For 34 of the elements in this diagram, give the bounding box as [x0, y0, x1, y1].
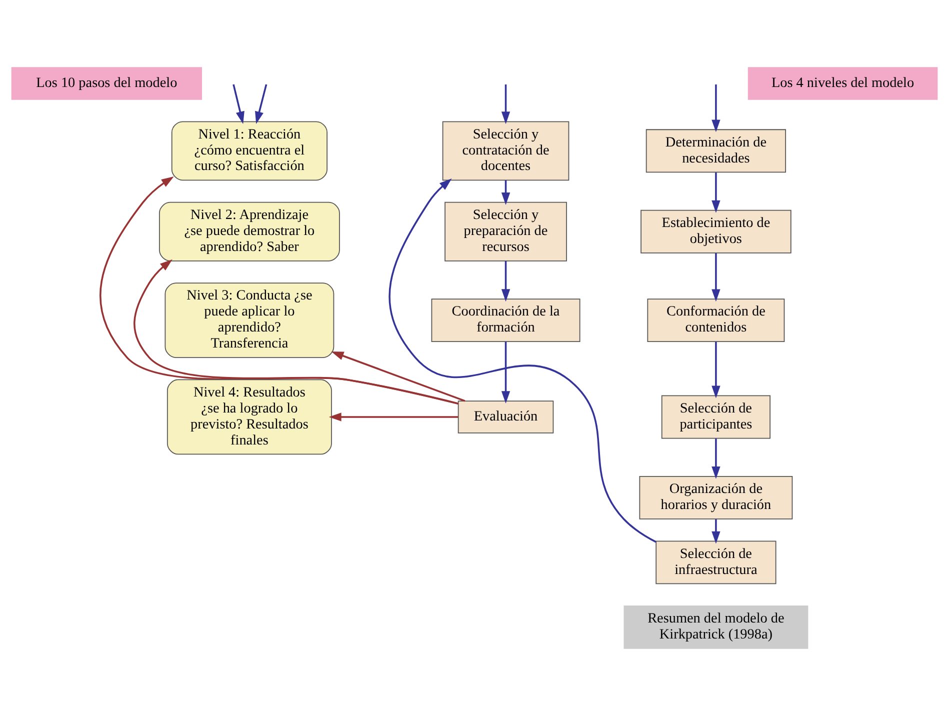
arrow — [501, 84, 510, 124]
arrow — [331, 351, 466, 402]
arrow — [712, 519, 720, 544]
node-box: Nivel 2: Aprendizaje ¿se puede demostrar lo aprendido? Saber — [159, 202, 340, 262]
node-box: Determinación de necesidades — [646, 129, 786, 173]
arrow — [712, 438, 720, 479]
node-box: Los 4 niveles del modelo — [748, 67, 938, 100]
arrow — [712, 342, 720, 398]
arrow — [388, 178, 656, 543]
node-box: Selección y preparación de recursos — [444, 202, 567, 262]
node-box: Nivel 1: Reacción ¿cómo encuentra el curso? Satisfacción — [171, 121, 328, 181]
node-box: Organización de horarios y duración — [639, 476, 793, 520]
arrow — [232, 84, 244, 124]
arrow — [255, 84, 268, 124]
node-box: Selección y contratación de docentes — [442, 121, 570, 181]
arrow — [501, 180, 510, 205]
arrow — [100, 176, 458, 404]
arrow — [501, 260, 510, 302]
node-box: Coordinación de la formación — [431, 298, 580, 342]
node-box: Selección de infraestructura — [656, 540, 776, 584]
node-box: Nivel 3: Conducta ¿se puede aplicar lo aprendido? Transferencia — [164, 282, 334, 358]
node-box: Resumen del modelo de Kirkpatrick (1998a) — [624, 605, 808, 649]
arrow — [712, 172, 720, 213]
arrow — [712, 84, 720, 132]
arrow — [501, 342, 510, 404]
node-box: Nivel 4: Resultados ¿se ha logrado lo previsto? Resultados finales — [166, 379, 332, 455]
node-box: Establecimiento de objetivos — [640, 210, 792, 254]
arrow — [134, 259, 458, 405]
node-box: Los 10 pasos del modelo — [11, 67, 202, 100]
node-box: Selección de participantes — [661, 395, 770, 439]
arrow — [712, 253, 720, 302]
arrow — [328, 412, 458, 422]
node-box: Evaluación — [458, 400, 554, 434]
node-box: Conformación de contenidos — [647, 298, 785, 342]
